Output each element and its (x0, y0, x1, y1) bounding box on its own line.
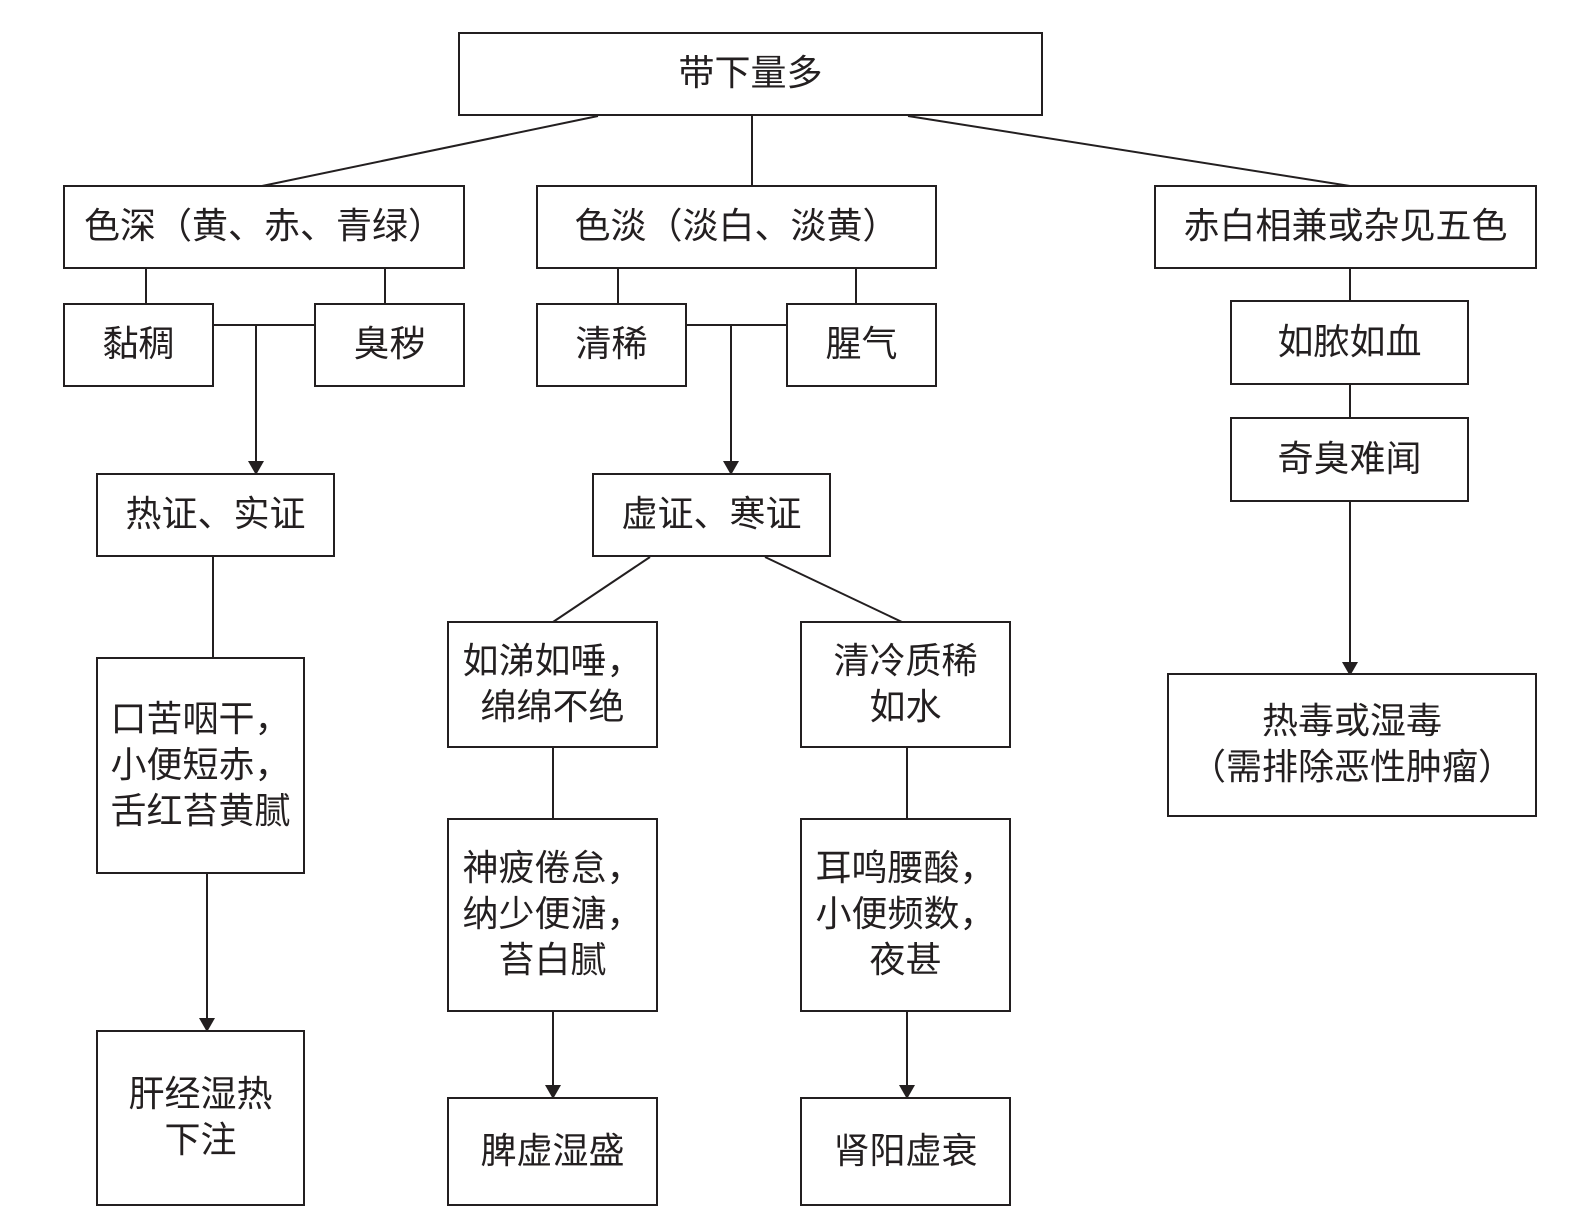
node-cold-watery-line-1: 清冷质稀 (833, 640, 978, 682)
node-pus-blood: 如脓如血 (1230, 300, 1469, 385)
node-light-color-label: 色淡（淡白、淡黄） (574, 206, 899, 247)
node-clear-thin-label: 清稀 (575, 324, 648, 365)
node-heat-excess: 热证、实证 (96, 473, 335, 557)
node-spleen-damp: 脾虚湿盛 (447, 1097, 658, 1206)
node-root-label: 带下量多 (678, 53, 823, 94)
node-fishy-odor-label: 腥气 (825, 324, 898, 365)
node-cold-watery: 清冷质稀 如水 (800, 621, 1011, 748)
node-spleen-damp-label: 脾虚湿盛 (480, 1130, 625, 1172)
node-deficiency-cold-label: 虚证、寒证 (621, 494, 802, 535)
edge-deficiency-watery (764, 556, 903, 623)
node-mucus-like-line-2: 绵绵不绝 (480, 686, 625, 728)
node-sticky: 黏稠 (63, 303, 214, 387)
node-bitter-mouth-line-1: 口苦咽干， (110, 698, 291, 740)
node-mucus-like: 如涕如唾， 绵绵不绝 (447, 621, 658, 748)
node-root: 带下量多 (458, 32, 1043, 116)
node-heat-toxin-line-2: （需排除恶性肿瘤） (1189, 747, 1514, 788)
node-liver-damp-heat-line-1: 肝经湿热 (128, 1074, 273, 1115)
node-strange-odor: 奇臭难闻 (1230, 417, 1469, 502)
node-tinnitus: 耳鸣腰酸， 小便频数， 夜甚 (800, 818, 1011, 1012)
edge-deficiency-mucus (552, 556, 651, 623)
node-kidney-yang-label: 肾阳虚衰 (833, 1130, 978, 1172)
node-mucus-like-line-1: 如涕如唾， (462, 640, 643, 682)
node-fatigue-line-1: 神疲倦怠， (462, 848, 643, 889)
node-kidney-yang: 肾阳虚衰 (800, 1097, 1011, 1206)
node-heat-toxin-line-1: 热毒或湿毒 (1261, 701, 1442, 742)
node-heat-excess-label: 热证、实证 (125, 494, 306, 535)
node-liver-damp-heat-line-2: 下注 (164, 1120, 237, 1161)
node-bitter-mouth: 口苦咽干， 小便短赤， 舌红苔黄腻 (96, 657, 305, 874)
node-tinnitus-line-2: 小便频数， (815, 894, 996, 935)
node-mixed-color: 赤白相兼或杂见五色 (1154, 185, 1537, 269)
node-fatigue: 神疲倦怠， 纳少便溏， 苔白腻 (447, 818, 658, 1012)
node-fatigue-line-2: 纳少便溏， (462, 894, 643, 935)
node-bitter-mouth-line-3: 舌红苔黄腻 (110, 790, 291, 832)
node-deficiency-cold: 虚证、寒证 (592, 473, 831, 557)
node-strange-odor-label: 奇臭难闻 (1277, 438, 1422, 480)
node-foul-odor-label: 臭秽 (353, 324, 426, 365)
edge-root-deep (261, 115, 599, 187)
node-cold-watery-line-2: 如水 (869, 686, 942, 728)
node-foul-odor: 臭秽 (314, 303, 465, 387)
edge-root-mixed (907, 115, 1351, 187)
node-tinnitus-line-3: 夜甚 (869, 940, 942, 981)
node-sticky-label: 黏稠 (102, 324, 175, 365)
node-light-color: 色淡（淡白、淡黄） (536, 185, 937, 269)
node-deep-color-label: 色深（黄、赤、青绿） (83, 206, 444, 247)
node-mixed-color-label: 赤白相兼或杂见五色 (1183, 206, 1508, 247)
node-heat-toxin: 热毒或湿毒 （需排除恶性肿瘤） (1167, 673, 1537, 817)
node-pus-blood-label: 如脓如血 (1277, 321, 1422, 363)
node-fatigue-line-3: 苔白腻 (498, 940, 607, 981)
node-clear-thin: 清稀 (536, 303, 687, 387)
node-deep-color: 色深（黄、赤、青绿） (63, 185, 465, 269)
node-liver-damp-heat: 肝经湿热 下注 (96, 1030, 305, 1206)
node-fishy-odor: 腥气 (786, 303, 937, 387)
node-tinnitus-line-1: 耳鸣腰酸， (815, 848, 996, 889)
node-bitter-mouth-line-2: 小便短赤， (110, 744, 291, 786)
